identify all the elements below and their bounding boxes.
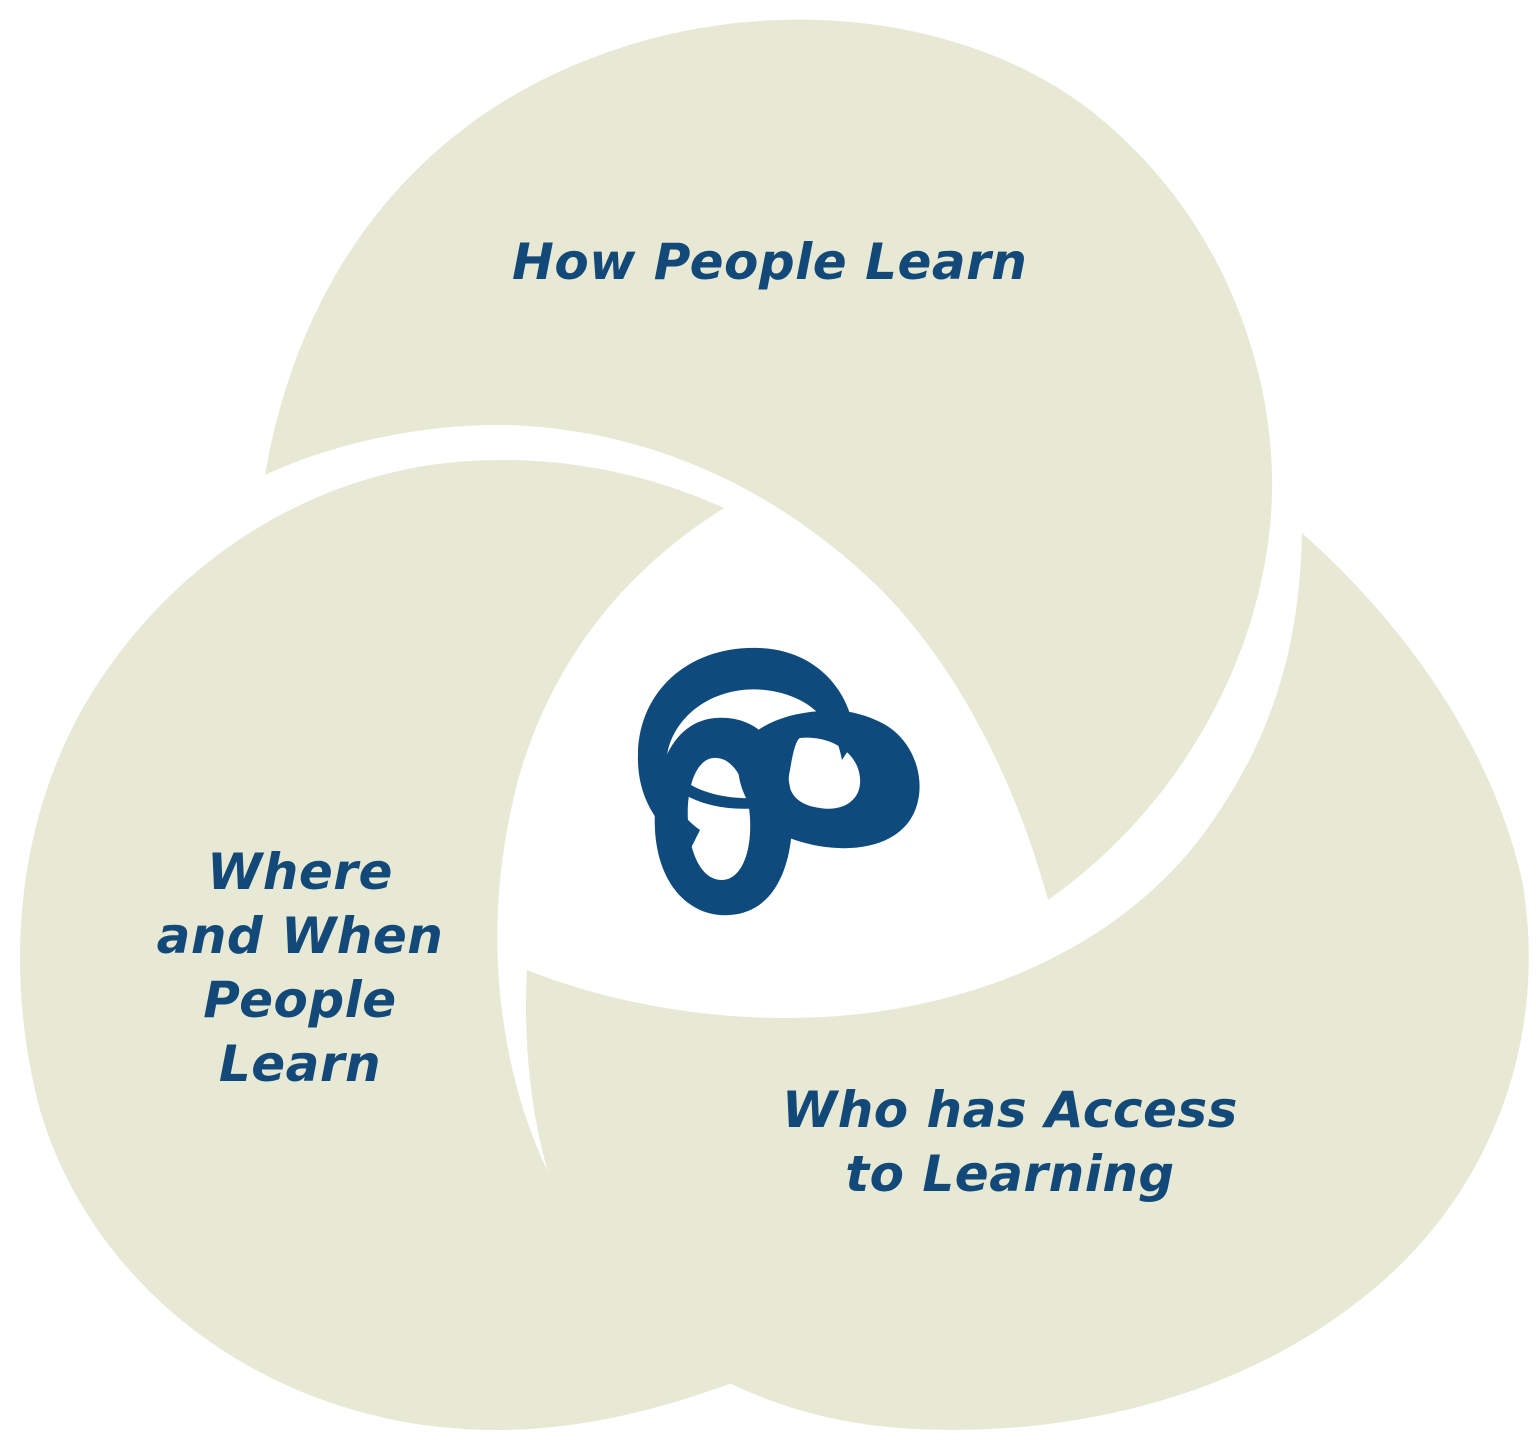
logo-ring-front: [654, 717, 793, 916]
logo-ring-upper: [637, 647, 855, 850]
interlocking-rings-logo-icon: [637, 647, 920, 916]
petal-who-has-access: [525, 533, 1529, 1430]
label-where-and-when-people-learn: Where and When People Learn: [156, 843, 444, 1093]
petal-where-and-when: [20, 459, 740, 1431]
logo-ring-band: [666, 770, 760, 809]
label-who-has-access-to-learning: Who has Access to Learning: [782, 1081, 1238, 1203]
petal-how-people-learn: [265, 19, 1273, 901]
label-how-people-learn: How People Learn: [512, 233, 1028, 291]
